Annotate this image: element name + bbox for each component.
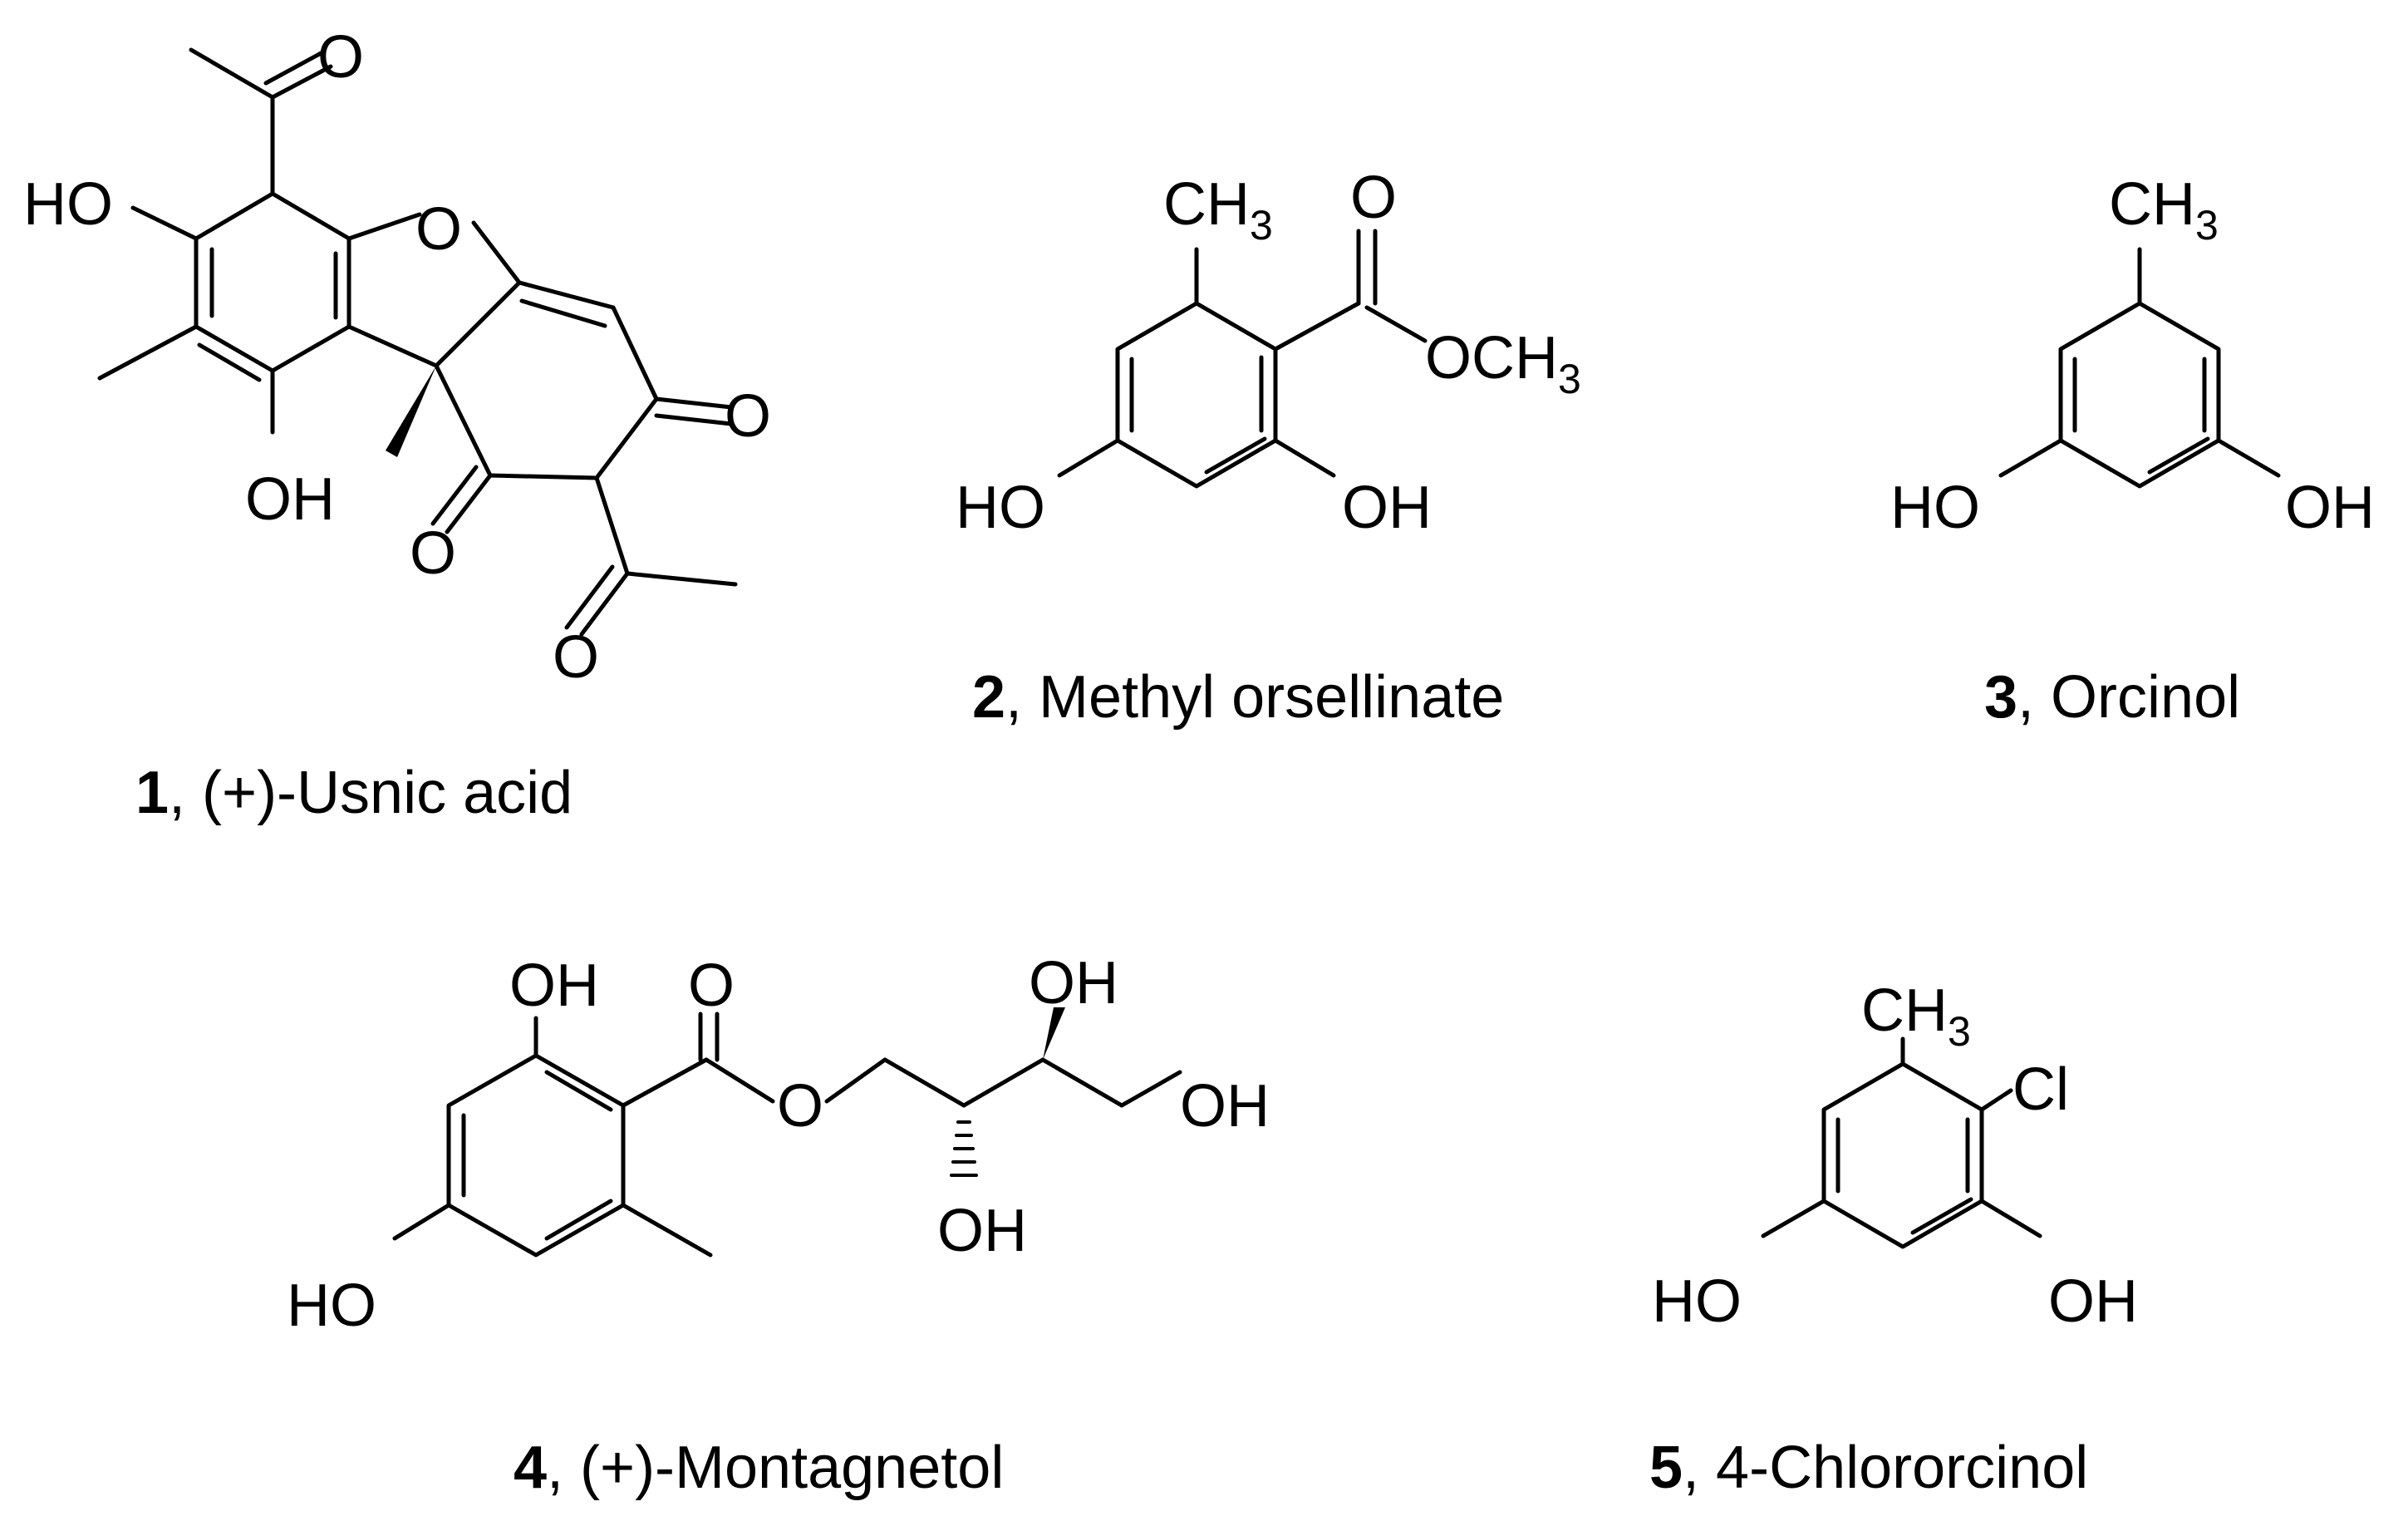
compound-name: , (+)-Usnic acid (169, 760, 573, 826)
atom-label: OH (509, 953, 599, 1019)
structure-methyl-orsellinate: CH3 O OCH3 HO OH 2, Methyl orsellinate (956, 165, 1581, 731)
atom-label: OH (1342, 475, 1432, 541)
compound-name: , Methyl orsellinate (1005, 664, 1504, 731)
compound-1-caption: 1, (+)-Usnic acid (135, 760, 573, 826)
compound-3-caption: 3, Orcinol (1984, 664, 2240, 731)
compound-number: 2 (972, 664, 1005, 731)
structure-4-chlororcinol: CH3 Cl HO OH 5, 4-Chlororcinol (1649, 977, 2138, 1501)
atom-label: HO (23, 171, 113, 238)
compound-number: 5 (1649, 1435, 1683, 1501)
atom-label: O (688, 953, 735, 1019)
structure-orcinol: CH3 HO OH 3, Orcinol (1890, 171, 2375, 731)
compound-number: 4 (514, 1435, 547, 1501)
compound-name: , Orcinol (2017, 664, 2240, 731)
atom-label: O (415, 196, 462, 263)
structure-montagnetol: OH O O OH OH OH HO 4, (+)-Montagnetol (287, 950, 1270, 1501)
compound-name: , (+)-Montagnetol (547, 1435, 1004, 1501)
atom-label: HO (1652, 1268, 1742, 1335)
compound-5-caption: 5, 4-Chlororcinol (1649, 1435, 2088, 1501)
atom-label: HO (956, 475, 1045, 541)
compound-number: 1 (135, 760, 169, 826)
atom-label: HO (1890, 475, 1980, 541)
atom-label: O (317, 24, 364, 91)
atom-label: Cl (2012, 1056, 2069, 1123)
compound-4-caption: 4, (+)-Montagnetol (514, 1435, 1004, 1501)
atom-label: OH (245, 466, 335, 533)
atom-label: HO (287, 1272, 376, 1339)
compound-name: , 4-Chlororcinol (1683, 1435, 2088, 1501)
methyl-label: CH3 (1163, 171, 1273, 249)
compound-number: 3 (1984, 664, 2017, 731)
methyl-label: CH3 (1861, 977, 1971, 1055)
atom-label: O (410, 520, 456, 587)
atom-label: O (777, 1073, 823, 1140)
compound-2-caption: 2, Methyl orsellinate (972, 664, 1504, 731)
atom-label: OH (937, 1198, 1027, 1264)
atom-label: OH (2048, 1268, 2138, 1335)
structure-usnic-acid: O HO O O OH O O 1, (+)-Usnic acid (23, 24, 771, 826)
methoxy-label: OCH3 (1425, 325, 1581, 402)
atom-label: O (725, 383, 771, 450)
atom-label: O (1350, 165, 1397, 231)
methyl-label: CH3 (2109, 171, 2219, 249)
atom-label: OH (2285, 475, 2375, 541)
atom-label: OH (1180, 1073, 1270, 1140)
atom-label: O (553, 624, 599, 691)
atom-label: OH (1029, 950, 1118, 1017)
